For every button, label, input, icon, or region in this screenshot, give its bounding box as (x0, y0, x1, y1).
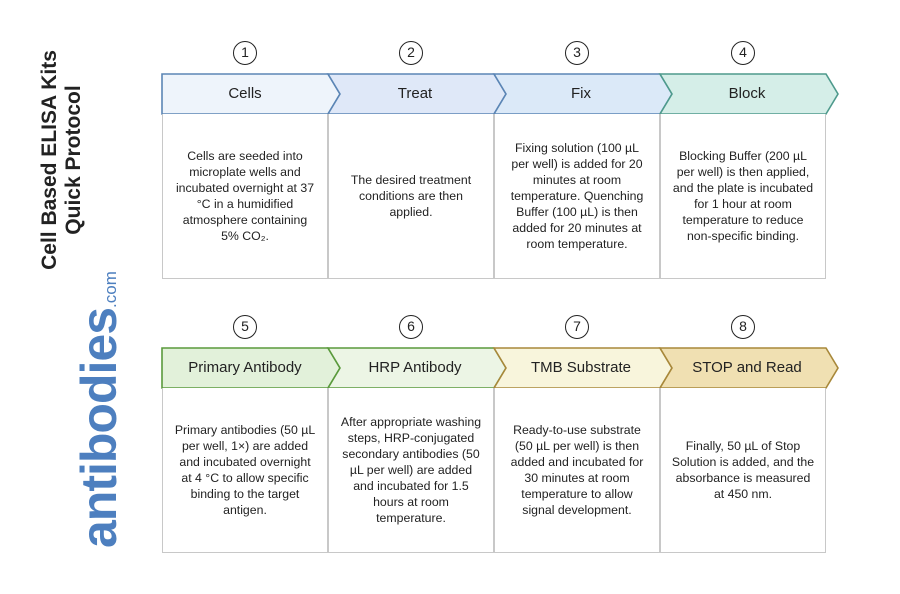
step-number-badge: 4 (731, 41, 755, 65)
step-label: HRP Antibody (368, 359, 462, 376)
step-text: Primary antibodies (50 µL per well, 1×) … (174, 423, 316, 517)
step-number-badge: 5 (233, 315, 257, 339)
step-description: After appropriate washing steps, HRP-con… (328, 388, 494, 553)
step-number-badge: 8 (731, 315, 755, 339)
step-4-arrow (658, 73, 839, 115)
step-description: Ready-to-use substrate (50 µL per well) … (494, 388, 660, 553)
step-text: Fixing solution (100 µL per well) is add… (510, 141, 644, 251)
step-description: Cells are seeded into microplate wells a… (162, 114, 328, 279)
step-label: STOP and Read (692, 359, 802, 376)
step-label: Primary Antibody (188, 359, 302, 376)
step-text: Blocking Buffer (200 µL per well) is the… (672, 149, 814, 243)
step-number-badge: 6 (399, 315, 423, 339)
step-description: Primary antibodies (50 µL per well, 1×) … (162, 388, 328, 553)
step-description: The desired treatment conditions are the… (328, 114, 494, 279)
step-label: Fix (571, 85, 591, 102)
step-label: Cells (228, 85, 262, 102)
step-text: Cells are seeded into microplate wells a… (175, 149, 315, 243)
step-number-badge: 3 (565, 41, 589, 65)
step-text: After appropriate washing steps, HRP-con… (340, 415, 482, 525)
step-number-badge: 1 (233, 41, 257, 65)
step-description: Blocking Buffer (200 µL per well) is the… (660, 114, 826, 279)
step-label: TMB Substrate (530, 359, 632, 376)
step-text: Ready-to-use substrate (50 µL per well) … (510, 423, 644, 517)
step-number-badge: 7 (565, 315, 589, 339)
step-label: Treat (397, 85, 433, 102)
step-text: Finally, 50 µL of Stop Solution is added… (671, 439, 815, 501)
step-8-arrow (658, 347, 839, 389)
step-description: Finally, 50 µL of Stop Solution is added… (660, 388, 826, 553)
step-label: Block (728, 85, 766, 102)
step-text: The desired treatment conditions are the… (350, 173, 472, 219)
step-number-badge: 2 (399, 41, 423, 65)
step-description: Fixing solution (100 µL per well) is add… (494, 114, 660, 279)
